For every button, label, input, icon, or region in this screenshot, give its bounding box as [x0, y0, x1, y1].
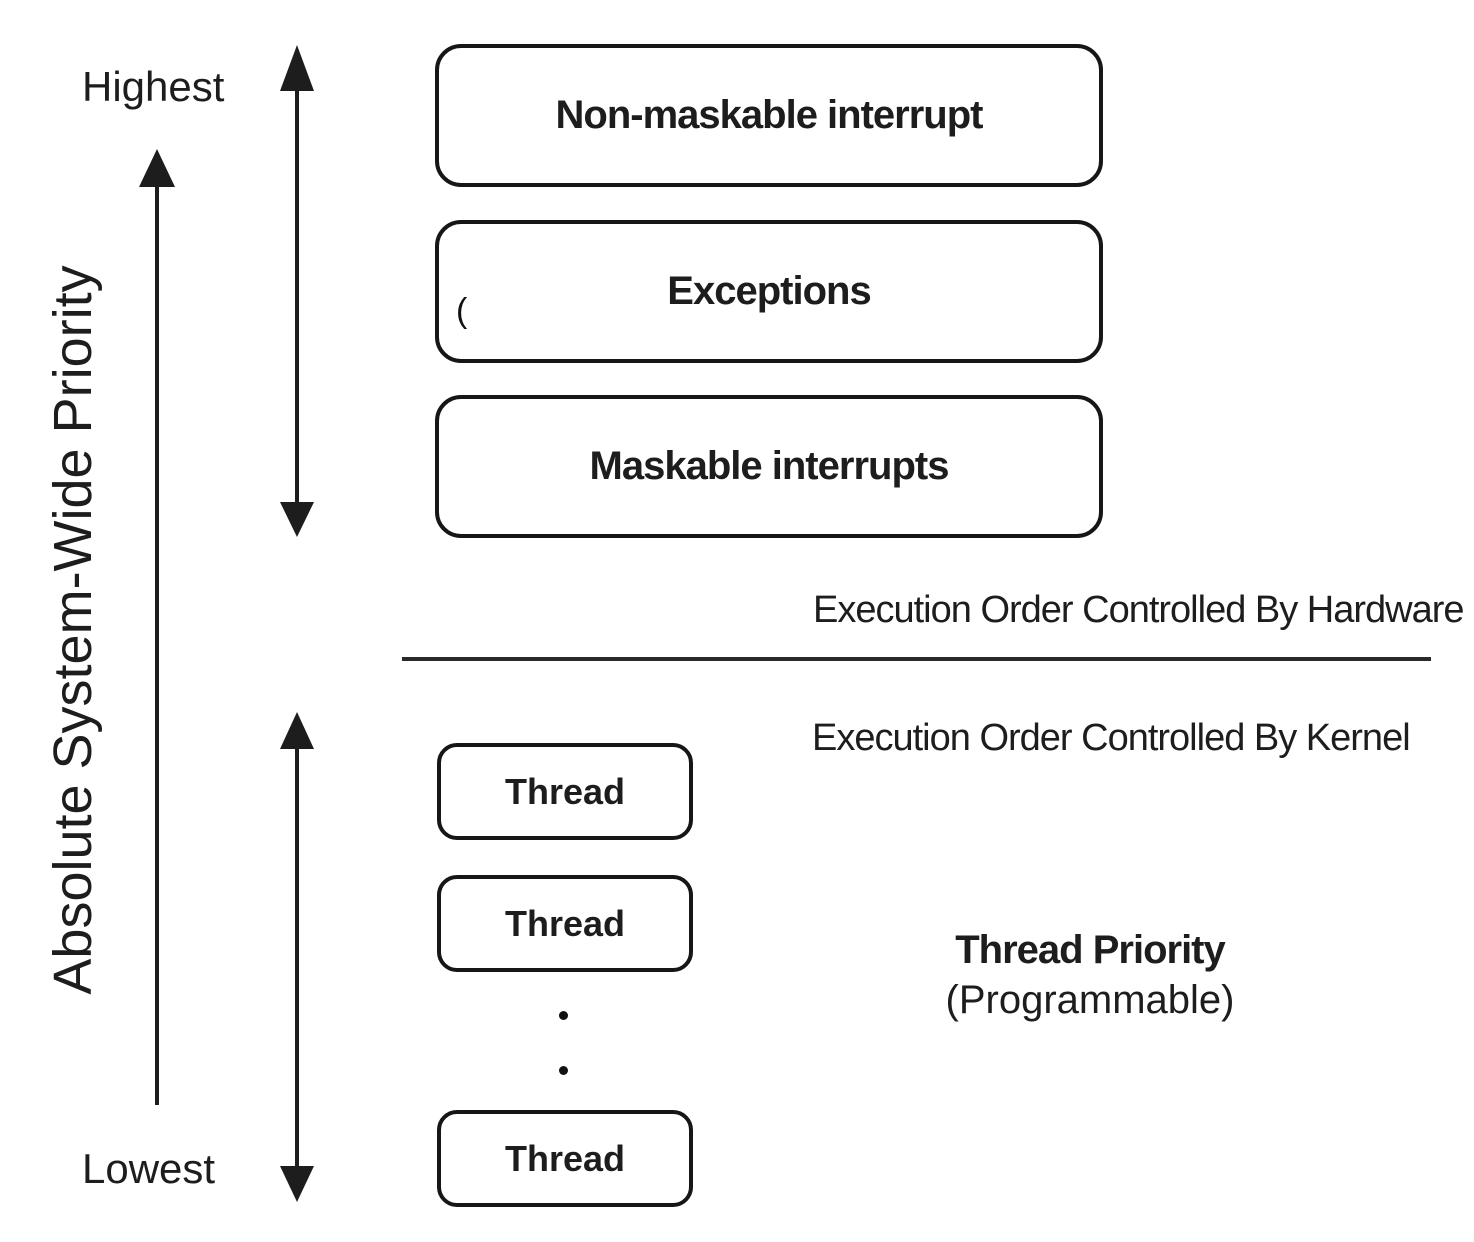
stray-mark-artifact: (: [456, 292, 468, 330]
axis-lowest-label: Lowest: [82, 1145, 216, 1192]
kernel-section-caption: Execution Order Controlled By Kernel: [812, 717, 1411, 759]
box-exceptions: Exceptions: [435, 220, 1103, 363]
box-label: Non-maskable interrupt: [555, 93, 984, 137]
box-thread-3: Thread: [437, 1110, 693, 1207]
box-thread-1: Thread: [437, 743, 693, 840]
box-label: Thread: [504, 770, 626, 812]
axis-label: Absolute System-Wide Priority: [43, 265, 103, 995]
hardware-section-caption: Execution Order Controlled By Hardware: [813, 589, 1465, 631]
box-label: Exceptions: [667, 269, 871, 313]
thread-range-updown-arrow-icon: [280, 712, 314, 1202]
priority-axis-up-arrow-icon: [139, 149, 175, 1105]
box-label: Thread: [504, 902, 626, 944]
thread-priority-note-line1: Thread Priority: [955, 928, 1226, 972]
box-thread-2: Thread: [437, 875, 693, 972]
axis-highest-label: Highest: [82, 63, 225, 110]
box-label: Maskable interrupts: [589, 444, 950, 488]
box-label: Thread: [504, 1137, 626, 1179]
ellipsis-dot: [559, 1066, 568, 1075]
hardware-range-updown-arrow-icon: [280, 45, 314, 537]
ellipsis-dot: [559, 1011, 568, 1020]
box-non-maskable-interrupt: Non-maskable interrupt: [435, 44, 1103, 187]
box-maskable-interrupts: Maskable interrupts: [435, 395, 1103, 538]
section-divider: [402, 657, 1431, 661]
thread-priority-note-line2: (Programmable): [945, 978, 1235, 1022]
